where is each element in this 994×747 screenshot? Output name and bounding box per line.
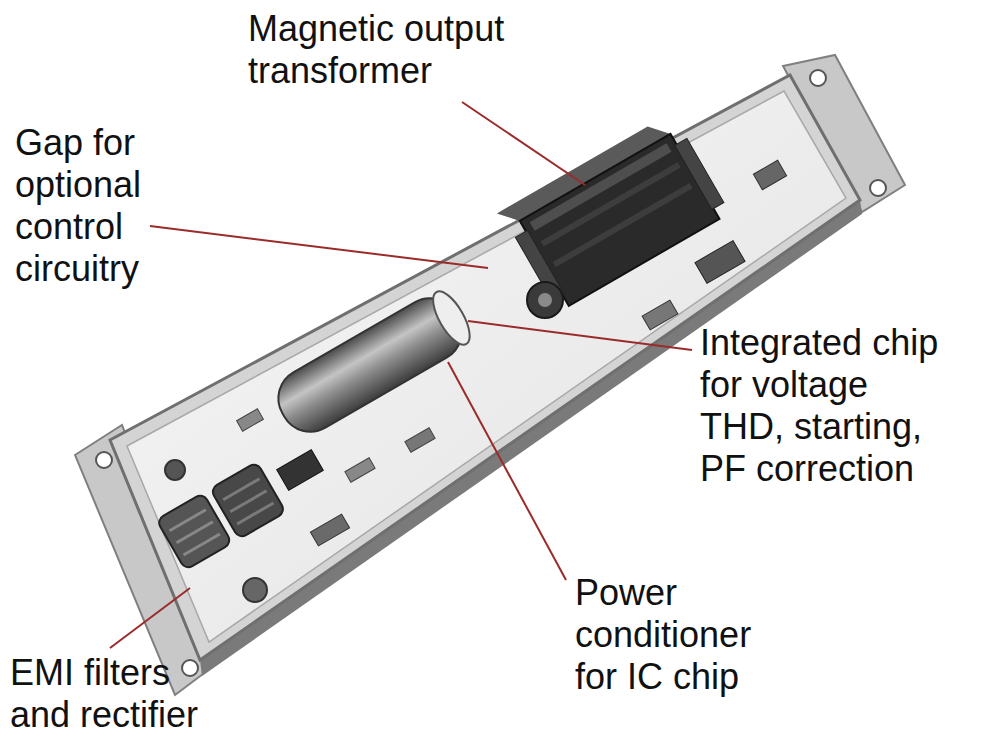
rectifier: [277, 450, 324, 491]
leader-lines: [110, 102, 692, 648]
callout-label: Magnetic output transformer: [248, 8, 548, 92]
capacitor: [267, 284, 477, 442]
leader-line: [462, 102, 585, 185]
small-component: [405, 428, 435, 452]
small-component: [753, 160, 786, 190]
callout-label: Gap for optional control circuitry: [15, 122, 165, 290]
callout-label: Power conditioner for IC chip: [575, 572, 770, 698]
mounting-hole: [96, 452, 112, 468]
mounting-hole: [870, 180, 886, 196]
round-component: [538, 293, 552, 307]
mounting-hole: [182, 660, 198, 676]
callout-label: EMI filters and rectifier: [10, 652, 215, 736]
round-component: [243, 578, 267, 602]
leader-line: [448, 362, 566, 580]
round-component: [527, 282, 563, 318]
leader-line: [468, 321, 692, 350]
leader-line: [150, 226, 488, 268]
small-component: [695, 241, 745, 284]
output-transformer: [497, 112, 730, 313]
small-component: [642, 300, 678, 330]
small-component: [345, 458, 375, 482]
round-component: [165, 460, 185, 480]
small-component: [237, 409, 264, 431]
leader-line: [110, 588, 190, 648]
mounting-hole: [810, 70, 826, 86]
small-component: [310, 514, 349, 546]
callout-label: Integrated chip for voltage THD, startin…: [700, 322, 955, 490]
